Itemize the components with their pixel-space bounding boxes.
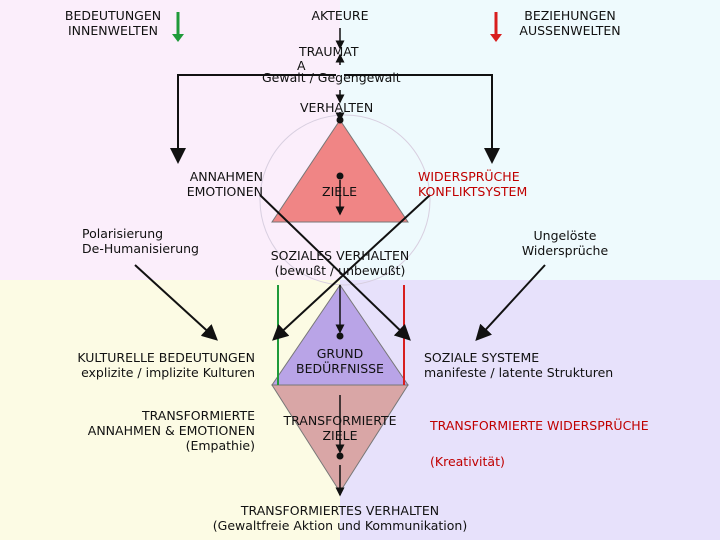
label-transformierte-ziele-block: TRANSFORMIERTE ZIELE — [275, 413, 405, 443]
dot-verhalten — [336, 116, 344, 124]
label-soziales-verhalten: SOZIALES VERHALTEN (bewußt / unbewußt) — [260, 248, 420, 278]
label-ungeloeste: Ungelöste — [533, 228, 597, 243]
label-strukturen: manifeste / latente Strukturen — [424, 365, 614, 380]
label-kulturen: explizite / implizite Kulturen — [81, 365, 255, 380]
label-gewaltfrei: (Gewaltfreie Aktion und Kommunikation) — [212, 518, 468, 533]
label-verhalten: VERHALTEN — [300, 100, 374, 115]
label-bewusst: (bewußt / unbewußt) — [274, 263, 406, 278]
label-innenwelten: INNENWELTEN — [67, 23, 159, 38]
label-kreativitaet: (Kreativität) — [430, 454, 505, 469]
label-transf-verhalten: TRANSFORMIERTES VERHALTEN — [240, 503, 440, 518]
label-emotionen: EMOTIONEN — [186, 184, 263, 199]
label-grund: GRUND — [316, 346, 364, 361]
label-widersprueche-lc: Widersprüche — [521, 243, 609, 258]
label-transformierte-annahmen-block: TRANSFORMIERTE ANNAHMEN & EMOTIONEN (Emp… — [45, 408, 255, 453]
label-transformiertes-verhalten-block: TRANSFORMIERTES VERHALTEN (Gewaltfreie A… — [190, 503, 490, 533]
label-transf-2: ANNAHMEN & EMOTIONEN — [87, 423, 255, 438]
label-kulturelle: KULTURELLE BEDEUTUNGEN — [77, 350, 255, 365]
arrow-ungeloeste — [475, 264, 546, 341]
label-traumat-a: A — [297, 58, 306, 73]
label-soziale-systeme: SOZIALE SYSTEME — [424, 350, 540, 365]
label-beziehungen: BEZIEHUNGEN AUSSENWELTEN — [510, 8, 630, 38]
loop-right — [344, 74, 500, 164]
label-bedeutungen: BEDEUTUNGEN INNENWELTEN — [58, 8, 168, 38]
label-akteure: AKTEURE — [311, 8, 369, 23]
label-konfliktsystem: KONFLIKTSYSTEM — [418, 184, 528, 199]
label-transf-ziele-2: ZIELE — [322, 428, 358, 443]
dot-ziele — [336, 172, 344, 180]
label-beziehungen-line1: BEZIEHUNGEN — [524, 8, 616, 23]
background-circle — [259, 114, 431, 286]
label-annahmen-emotionen: ANNAHMEN EMOTIONEN — [160, 169, 263, 199]
green-arrowhead-left — [172, 34, 184, 42]
loop-left — [170, 74, 336, 164]
label-dehumanisierung: De-Humanisierung — [82, 241, 199, 256]
dot-transformierte-ziele — [336, 452, 344, 460]
arrow-widersprueche — [272, 194, 431, 341]
label-beduerfnisse: BEDÜRFNISSE — [296, 361, 384, 376]
label-polarisierung: Polarisierung — [82, 226, 164, 241]
label-gewalt: Gewalt / Gegengewalt — [262, 70, 401, 85]
label-soziales: SOZIALES VERHALTEN — [270, 248, 410, 263]
label-widersprueche-konflikt: WIDERSPRÜCHE KONFLIKTSYSTEM — [418, 169, 527, 199]
arrow-polarisierung — [134, 264, 218, 341]
label-annahmen: ANNAHMEN — [189, 169, 263, 184]
label-ziele: ZIELE — [322, 184, 358, 199]
label-aussenwelten: AUSSENWELTEN — [519, 23, 621, 38]
label-transf-1: TRANSFORMIERTE — [141, 408, 255, 423]
bg-quadrant-top-left — [0, 0, 340, 280]
label-ungeloeste-block: Ungelöste Widersprüche — [515, 228, 615, 258]
label-widersprueche: WIDERSPRÜCHE — [418, 169, 520, 184]
red-arrowhead-right — [490, 34, 502, 42]
label-transf-widersprueche: TRANSFORMIERTE WIDERSPRÜCHE — [430, 418, 649, 433]
label-kulturelle-block: KULTURELLE BEDEUTUNGEN explizite / impli… — [45, 350, 255, 380]
bg-quadrant-top-right — [340, 0, 720, 280]
label-soziale-systeme-block: SOZIALE SYSTEME manifeste / latente Stru… — [424, 350, 613, 380]
dot-grund — [336, 332, 344, 340]
label-grund-block: GRUND BEDÜRFNISSE — [285, 346, 395, 376]
top-triangle — [271, 119, 409, 223]
bg-quadrant-bottom-left — [0, 280, 340, 540]
arrow-annahmen — [259, 194, 411, 341]
label-polarisierung-block: Polarisierung De-Humanisierung — [82, 226, 199, 256]
label-traumat: TRAUMAT — [299, 44, 359, 59]
label-transf-ziele-1: TRANSFORMIERTE — [283, 413, 397, 428]
label-bedeutungen-line1: BEDEUTUNGEN — [64, 8, 162, 23]
label-empathie: (Empathie) — [185, 438, 255, 453]
